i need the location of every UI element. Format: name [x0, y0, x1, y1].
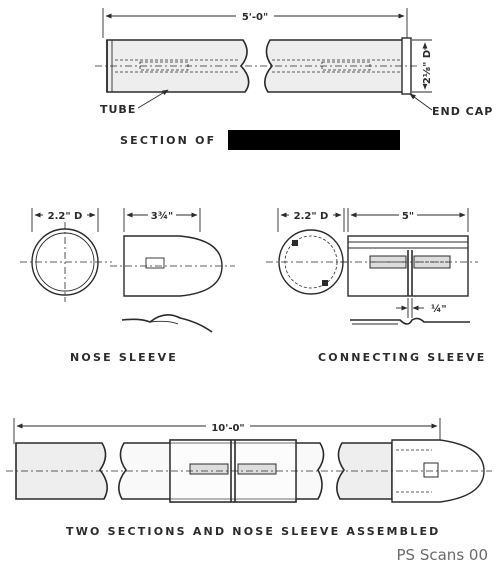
nose-sleeve-view: 2.2" D 3¾" NOSE SLEEVE [20, 206, 235, 364]
tube-right-piece [264, 39, 406, 93]
assembled-length-dimension: 10'-0" [211, 423, 244, 434]
connecting-sleeve-view: 2.2" D 5" ¼" CONNECTING SLEEVE [266, 206, 486, 364]
assembled-tube-piece-3 [336, 442, 393, 500]
connecting-sleeve-length-dimension: 5" [402, 211, 414, 222]
assembled-caption: TWO SECTIONS AND NOSE SLEEVE ASSEMBLED [66, 525, 441, 538]
scan-watermark: PS Scans 00 [396, 546, 488, 564]
tube-section-view: 5'-0" 2⅛" D TUBE END CAP SECTION OF [95, 8, 493, 150]
assembled-view: 10'-0" TWO SECTIONS AND NOSE SLEEVE ASSE… [6, 418, 492, 538]
tube-label: TUBE [100, 103, 136, 116]
redaction-bar [228, 130, 400, 150]
connecting-sleeve-gap-dimension: ¼" [431, 303, 447, 315]
tube-diameter-dimension: 2⅛" D [422, 50, 433, 84]
connecting-sleeve-profile [350, 317, 470, 325]
tube-length-dimension: 5'-0" [242, 12, 268, 23]
nose-sleeve-length-dimension: 3¾" [151, 211, 174, 222]
nose-sleeve-diameter-dimension: 2.2" D [48, 211, 83, 222]
section-of-caption: SECTION OF [120, 134, 216, 147]
connecting-sleeve-caption: CONNECTING SLEEVE [318, 351, 486, 364]
connecting-sleeve-diameter-dimension: 2.2" D [294, 211, 329, 222]
nose-sleeve-caption: NOSE SLEEVE [70, 351, 178, 364]
end-cap-label: END CAP [432, 105, 493, 118]
nose-sleeve-profile [121, 314, 213, 333]
